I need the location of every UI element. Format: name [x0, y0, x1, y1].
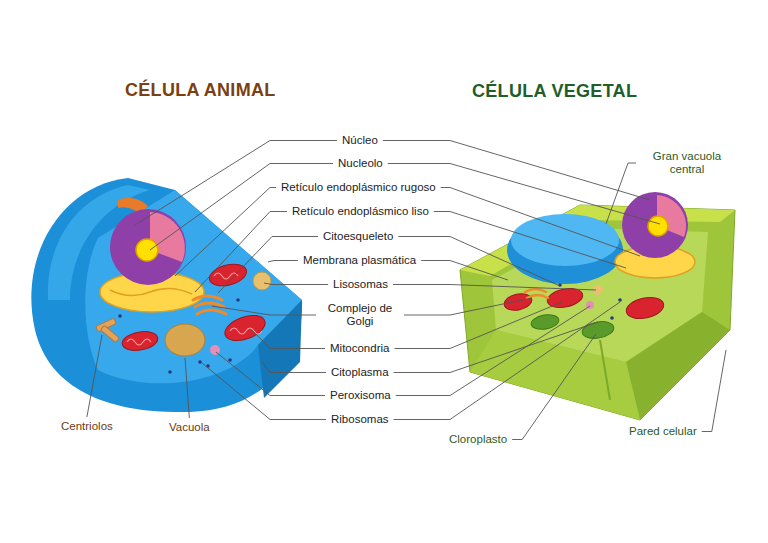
- leader-line: [262, 362, 326, 373]
- animal-cell-part-part: [118, 314, 122, 318]
- leader-line: [393, 285, 596, 291]
- leader-line: [702, 350, 726, 432]
- plant-cell-part: [460, 205, 735, 420]
- leader-line: [87, 335, 102, 417]
- animal-cell-part-part: [197, 310, 226, 314]
- part-label: Complejo de Golgi: [320, 302, 400, 328]
- plant-cell: [460, 192, 735, 420]
- leader-line: [202, 363, 326, 420]
- animal-cell: [31, 178, 302, 412]
- animal-cell-part: [110, 209, 186, 285]
- plant-cell-part-part: [581, 319, 615, 340]
- animal-cell-part: [136, 239, 158, 261]
- part-label: Vacuola: [168, 421, 211, 434]
- leader-line: [398, 237, 560, 287]
- part-label: Pared celular: [628, 425, 698, 438]
- leader-line: [434, 212, 626, 269]
- animal-cell-part-part: [168, 370, 172, 374]
- animal-cell-part-part: [236, 298, 240, 302]
- plant-cell-part-part: [527, 295, 548, 298]
- leader-line: [212, 306, 316, 315]
- animal-cell-part-part: [207, 260, 249, 289]
- animal-cell-part: [118, 298, 240, 374]
- part-label: Centriolos: [60, 420, 114, 433]
- part-label: Nucleolo: [337, 157, 384, 170]
- animal-cell-part: [165, 324, 205, 356]
- part-label: Peroxisoma: [329, 389, 392, 402]
- heading: CÉLULA VEGETAL: [471, 80, 638, 102]
- leader-line: [394, 322, 598, 373]
- plant-cell-part-part: [618, 298, 622, 302]
- part-label: Núcleo: [341, 134, 379, 147]
- animal-cell-part: [193, 296, 226, 314]
- leader-line: [606, 163, 636, 224]
- plant-cell-part: [626, 312, 730, 420]
- part-label: Citoplasma: [330, 366, 390, 379]
- plant-cell-part-part: [610, 316, 614, 320]
- leader-line: [394, 302, 620, 420]
- animal-cell-part: [253, 272, 271, 290]
- animal-cell-part: [31, 178, 302, 412]
- leader-line: [394, 302, 562, 349]
- part-label: Cloroplasto: [448, 433, 508, 446]
- animal-cell-part-part: [198, 360, 202, 364]
- leader-line: [216, 352, 325, 396]
- animal-cell-part-part: [127, 339, 151, 345]
- plant-cell-part-part: [503, 291, 534, 312]
- part-label: Mitocondria: [329, 342, 390, 355]
- animal-cell-part: [96, 318, 120, 343]
- plant-cell-part: [525, 289, 548, 298]
- plant-cell-part: [600, 340, 610, 400]
- leader-line: [512, 334, 596, 440]
- part-label: Lisosomas: [332, 278, 389, 291]
- leader-line: [396, 306, 590, 396]
- leader-line: [421, 261, 508, 281]
- animal-cell-part-part: [193, 296, 222, 300]
- plant-cell-part: [622, 192, 688, 258]
- animal-cell-part-part: [228, 358, 232, 362]
- leader-line: [175, 188, 276, 277]
- part-label: Gran vacuola central: [640, 150, 734, 176]
- part-label: Retículo endoplásmico rugoso: [280, 181, 437, 194]
- part-label: Membrana plasmática: [302, 254, 417, 267]
- leader-line: [264, 283, 328, 285]
- plant-cell-part: [470, 330, 640, 420]
- leader-line: [268, 261, 298, 263]
- plant-cell-part: [648, 216, 668, 236]
- plant-cell-part-part: [624, 294, 665, 321]
- part-label: Ribosomas: [330, 413, 390, 426]
- animal-cell-part-part: [230, 328, 262, 334]
- heading: CÉLULA ANIMAL: [124, 79, 277, 101]
- animal-cell-part: [110, 288, 192, 295]
- plant-cell-part-part: [525, 289, 546, 292]
- leader-line: [195, 212, 287, 293]
- leader-line: [252, 330, 325, 349]
- animal-cell-part-part: [100, 325, 119, 342]
- animal-cell-part-part: [195, 303, 224, 307]
- leader-line: [185, 358, 189, 418]
- leader-line: [404, 298, 532, 315]
- part-label: Citoesqueleto: [322, 230, 394, 243]
- plant-cell-part: [511, 214, 619, 266]
- part-label: Retículo endoplásmico liso: [291, 205, 430, 218]
- animal-cell-part-part: [121, 329, 160, 353]
